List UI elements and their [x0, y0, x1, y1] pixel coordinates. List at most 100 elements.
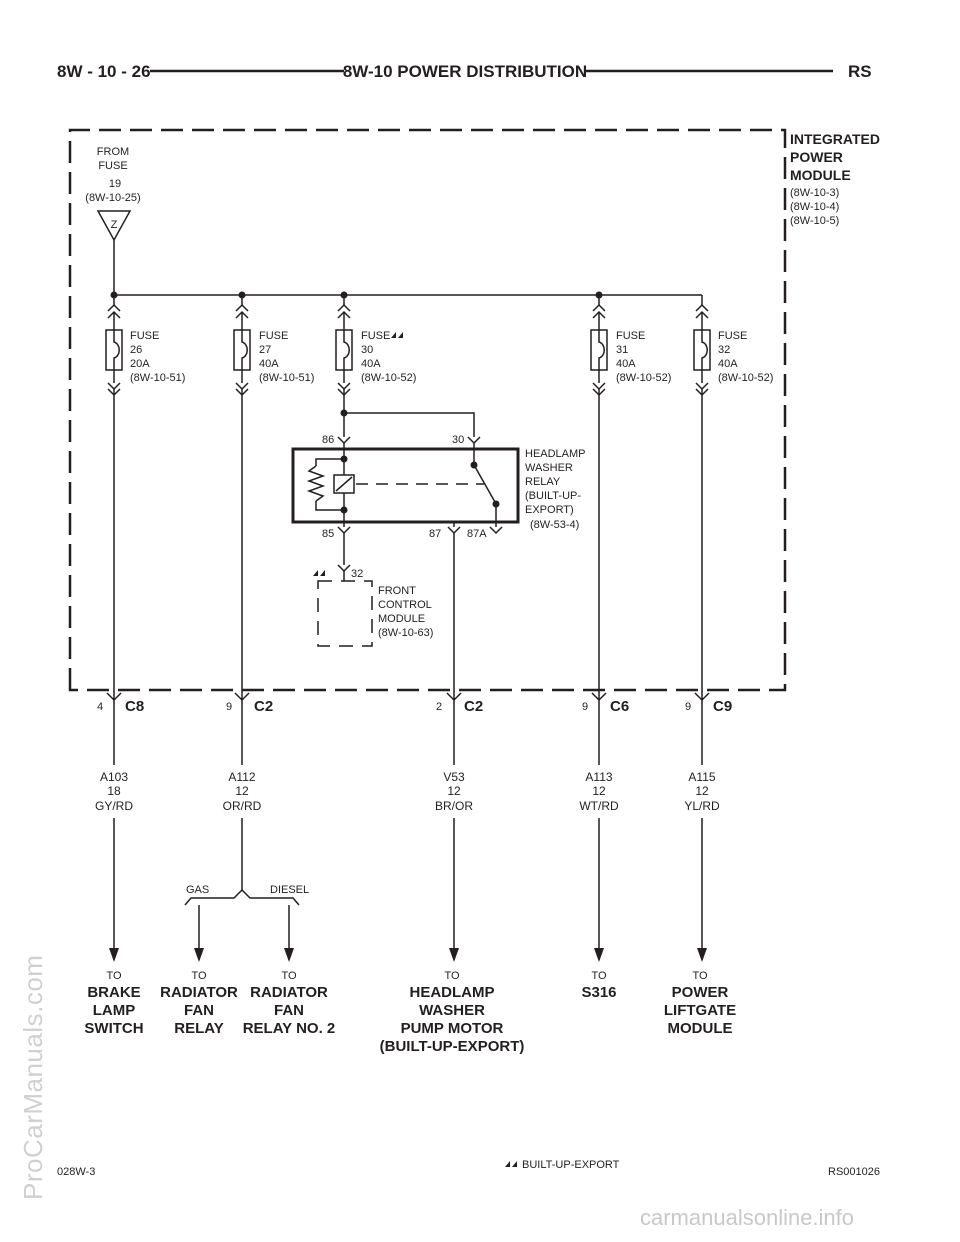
fuse-32: FUSE 32 40A (8W-10-52)	[718, 330, 773, 384]
vehicle-code: RS	[848, 62, 872, 81]
relay-label-line-5: EXPORT)	[525, 504, 574, 516]
fuse-element	[598, 330, 605, 370]
fuse-31: FUSE 31 40A (8W-10-52)	[616, 330, 671, 384]
footer-figure-id: 028W-3	[57, 1166, 95, 1178]
dest-line-2: LIFTGATE	[664, 1002, 736, 1019]
dest-line-1: RADIATOR	[160, 984, 238, 1001]
fuse-number: 26	[130, 344, 142, 356]
gas-diesel-split: GAS DIESEL	[184, 884, 309, 906]
wire-color: OR/RD	[223, 799, 262, 813]
wire-a115: A115 12 YL/RD	[684, 770, 720, 813]
source-ref: (8W-10-25)	[85, 192, 140, 204]
splice-z-label: Z	[111, 219, 118, 231]
wire-gauge: 18	[107, 784, 121, 798]
dest-to: TO	[281, 970, 297, 982]
dest-radiator-fan-relay: TO RADIATOR FAN RELAY	[160, 970, 238, 1037]
wire-circuit: V53	[443, 770, 465, 784]
fuse-ref: (8W-10-51)	[130, 372, 185, 384]
fuse-label: FUSE	[616, 330, 645, 342]
arrowhead-icon	[194, 948, 204, 962]
fuse-26: FUSE 26 20A (8W-10-51)	[130, 330, 185, 384]
relay-label-line-2: WASHER	[525, 462, 573, 474]
fuse-number: 31	[616, 344, 628, 356]
fuse-terminal-chevron-icon	[592, 382, 606, 391]
connector-name: C9	[713, 698, 732, 715]
fuse-ref: (8W-10-52)	[718, 372, 773, 384]
page-number: 8W - 10 - 26	[57, 62, 151, 81]
ipm-ref-3: (8W-10-5)	[790, 215, 839, 227]
dest-line-3: MODULE	[668, 1020, 733, 1037]
dest-to: TO	[191, 970, 207, 982]
dest-line-2: FAN	[184, 1002, 214, 1019]
fuse-30: FUSE 30 40A (8W-10-52)	[361, 330, 416, 384]
fuse-label: FUSE	[130, 330, 159, 342]
fuse-rating: 40A	[718, 358, 738, 370]
ipm-ref-1: (8W-10-3)	[790, 187, 839, 199]
wire-circuit: A113	[585, 770, 612, 784]
dest-line-1: S316	[581, 984, 616, 1001]
relay-box	[291, 447, 520, 524]
splice-z-triangle-icon	[96, 210, 132, 242]
dest-line-3: PUMP MOTOR	[401, 1020, 504, 1037]
relay-label-line-1: HEADLAMP	[525, 448, 586, 460]
fcm-pin: 32	[351, 568, 363, 580]
arrowhead-icon	[594, 948, 604, 962]
fuse-rating: 40A	[361, 358, 381, 370]
dest-line-1: BRAKE	[87, 984, 140, 1001]
fuse-rating: 40A	[616, 358, 636, 370]
wire-layer	[106, 395, 710, 962]
dest-line-3: SWITCH	[84, 1020, 143, 1037]
wire-gauge: 12	[592, 784, 606, 798]
fuse-number: 27	[259, 344, 271, 356]
section-title: 8W-10 POWER DISTRIBUTION	[343, 62, 587, 81]
fuse-terminal-chevron-icon	[337, 382, 351, 391]
export-flag-icon	[505, 1161, 517, 1167]
front-control-module: 32 FRONT CONTROL MODULE (8W-10-63)	[313, 533, 433, 647]
connector-pin: 2	[436, 701, 442, 713]
export-flag-icon	[313, 570, 325, 576]
dest-to: TO	[106, 970, 122, 982]
wire-gauge: 12	[235, 784, 249, 798]
fuse-element	[343, 330, 350, 370]
source-fuse-number: 19	[109, 178, 121, 190]
relay-label-line-4: (BUILT-UP-	[525, 490, 581, 502]
relay-ref: (8W-53-4)	[530, 519, 579, 531]
fuse-ref: (8W-10-52)	[361, 372, 416, 384]
fuse-label: FUSE	[259, 330, 288, 342]
relay-label-line-3: RELAY	[525, 476, 561, 488]
relay-pin-86: 86	[322, 434, 334, 446]
headlamp-washer-relay: 86 30 85 87 87A HEADLAMP WASHER RELAY (B…	[291, 395, 586, 540]
wire-circuit: A115	[688, 770, 715, 784]
wire-color: GY/RD	[95, 799, 133, 813]
connector-name: C6	[610, 698, 629, 715]
arrowhead-icon	[109, 948, 119, 962]
fuse-27: FUSE 27 40A (8W-10-51)	[259, 330, 314, 384]
dest-line-1: POWER	[672, 984, 729, 1001]
ipm-title-line-1: INTEGRATED	[790, 131, 880, 147]
arrowhead-icon	[697, 948, 707, 962]
dest-power-liftgate-module: TO POWER LIFTGATE MODULE	[664, 970, 736, 1037]
fuse-terminal-chevron-icon	[337, 303, 351, 312]
wire-gauge: 12	[695, 784, 709, 798]
fuse-label: FUSE	[718, 330, 747, 342]
connector-name: C2	[464, 698, 483, 715]
fcm-label-line-1: FRONT	[378, 585, 416, 597]
dest-to: TO	[444, 970, 460, 982]
integrated-power-module-border	[68, 128, 787, 692]
relay-pin-87: 87	[429, 528, 441, 540]
fuse-rating: 20A	[130, 358, 150, 370]
fcm-label-line-2: CONTROL	[378, 599, 432, 611]
fuse-element	[241, 330, 248, 370]
connector-pin: 9	[685, 701, 691, 713]
relay-switch-arm	[473, 464, 496, 503]
fuse-label: FUSE	[361, 330, 390, 342]
dest-line-3: RELAY	[174, 1020, 223, 1037]
fuse-number: 30	[361, 344, 373, 356]
wire-gauge: 12	[447, 784, 461, 798]
ipm-title-line-3: MODULE	[790, 167, 851, 183]
connector-pin: 4	[97, 701, 103, 713]
connector-pin: 9	[582, 701, 588, 713]
dest-to: TO	[591, 970, 607, 982]
wire-color: YL/RD	[684, 799, 720, 813]
